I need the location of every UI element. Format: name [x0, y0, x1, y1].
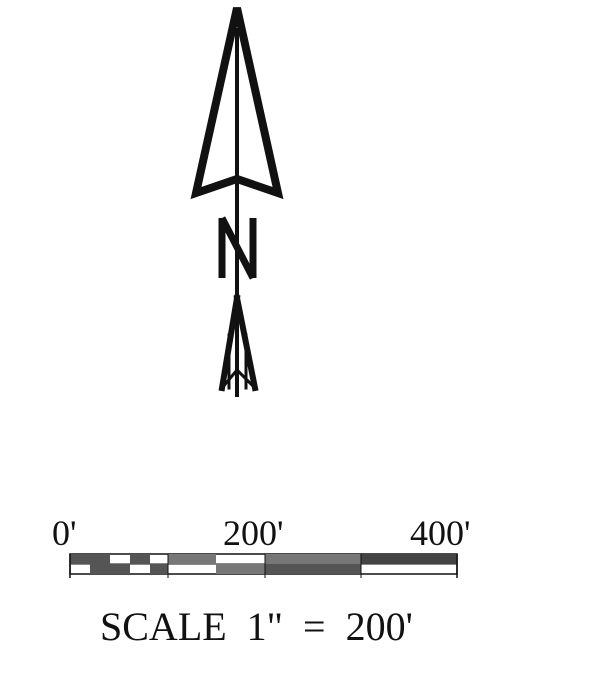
north-letter: N: [218, 216, 257, 280]
scale-bar-segment: [110, 564, 130, 574]
north-letter-glyph: [218, 216, 257, 280]
scale-tick-label-0: 0': [52, 513, 77, 553]
scale-bar-segment: [361, 554, 457, 564]
scale-bar-segment: [265, 554, 361, 564]
scale-bar-segment: [150, 564, 168, 574]
scale-tick-label-400: 400': [410, 513, 471, 553]
north-arrow-icon: [190, 7, 284, 397]
scale-tick-label-200: 200': [223, 513, 284, 553]
scale-bar: [69, 553, 458, 578]
scale-bar-segment: [130, 554, 150, 564]
scale-tick-labels: 0' 200' 400': [52, 513, 471, 553]
scale-bar-segment: [70, 554, 110, 564]
scale-bar-segment: [90, 564, 110, 574]
scale-bar-segment: [265, 564, 361, 574]
scale-bar-segment: [216, 564, 265, 574]
scale-bar-segment: [168, 554, 216, 564]
scale-caption: SCALE 1" = 200': [100, 604, 413, 649]
